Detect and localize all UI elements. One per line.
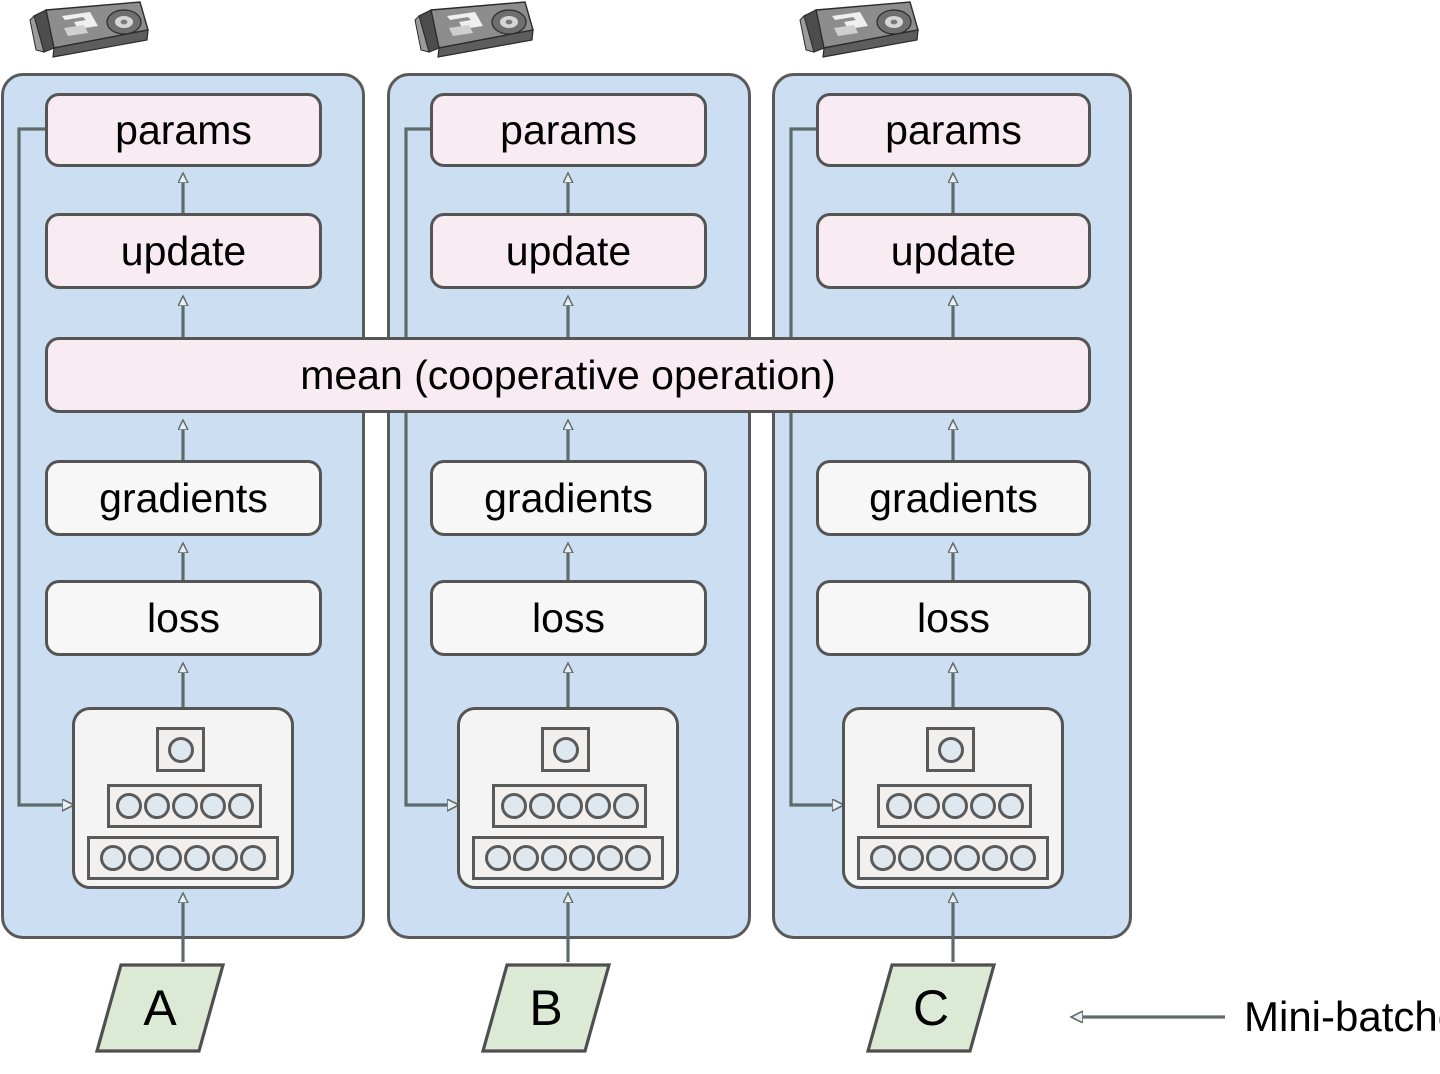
neuron xyxy=(969,793,996,819)
node-update-gpu-2[interactable]: update xyxy=(816,213,1091,289)
node-loss-gpu-2[interactable]: loss xyxy=(816,580,1091,656)
neuron xyxy=(240,845,266,871)
network-hidden-layer xyxy=(107,784,262,828)
neuron xyxy=(1010,845,1036,871)
gpu-card-icon-1 xyxy=(413,0,537,60)
node-gradients-gpu-2[interactable]: gradients xyxy=(816,460,1091,536)
neuron xyxy=(926,845,952,871)
neuron xyxy=(612,793,639,819)
node-update-gpu-0[interactable]: update xyxy=(45,213,322,289)
neuron xyxy=(941,793,968,819)
network-input-layer xyxy=(472,836,664,880)
neuron xyxy=(100,845,126,871)
network-output-layer xyxy=(926,727,975,772)
neuron xyxy=(528,793,555,819)
neuron xyxy=(128,845,154,871)
gpu-card-icon-0 xyxy=(28,0,152,60)
neuron xyxy=(898,845,924,871)
network-hidden-layer xyxy=(877,784,1032,828)
neuron xyxy=(156,845,182,871)
neuron xyxy=(982,845,1008,871)
minibatch-label: B xyxy=(529,980,563,1036)
neuron xyxy=(184,845,210,871)
node-params-gpu-1[interactable]: params xyxy=(430,93,707,167)
node-gradients-gpu-1[interactable]: gradients xyxy=(430,460,707,536)
minibatch-A[interactable]: A xyxy=(95,962,225,1054)
neuron xyxy=(584,793,611,819)
minibatch-label: C xyxy=(912,980,950,1036)
network-output-layer xyxy=(156,727,205,772)
neuron xyxy=(541,845,567,871)
neuron xyxy=(485,845,511,871)
network-hidden-layer xyxy=(492,784,647,828)
neuron xyxy=(556,793,583,819)
neuron xyxy=(212,845,238,871)
gpu-card-icon-2 xyxy=(798,0,922,60)
neural-network-gpu-2[interactable] xyxy=(842,707,1064,889)
network-input-layer xyxy=(87,836,279,880)
neuron xyxy=(552,736,579,763)
neuron xyxy=(143,793,170,819)
neuron xyxy=(513,845,539,871)
minibatch-label: A xyxy=(143,980,177,1036)
neuron xyxy=(227,793,254,819)
neuron xyxy=(954,845,980,871)
node-update-gpu-1[interactable]: update xyxy=(430,213,707,289)
neuron xyxy=(913,793,940,819)
neuron xyxy=(199,793,226,819)
minibatch-B[interactable]: B xyxy=(481,962,611,1054)
node-loss-gpu-1[interactable]: loss xyxy=(430,580,707,656)
node-loss-gpu-0[interactable]: loss xyxy=(45,580,322,656)
neural-network-gpu-1[interactable] xyxy=(457,707,679,889)
neuron xyxy=(997,793,1024,819)
neuron xyxy=(597,845,623,871)
network-output-layer xyxy=(541,727,590,772)
neuron xyxy=(115,793,142,819)
neuron xyxy=(569,845,595,871)
neuron xyxy=(171,793,198,819)
neural-network-gpu-0[interactable] xyxy=(72,707,294,889)
neuron xyxy=(167,736,194,763)
neuron xyxy=(885,793,912,819)
neuron xyxy=(937,736,964,763)
node-gradients-gpu-0[interactable]: gradients xyxy=(45,460,322,536)
mean-cooperative-operation-box[interactable]: mean (cooperative operation) xyxy=(45,337,1091,413)
minibatches-caption: Mini-batches xyxy=(1244,993,1440,1040)
node-params-gpu-0[interactable]: params xyxy=(45,93,322,167)
neuron xyxy=(500,793,527,819)
node-params-gpu-2[interactable]: params xyxy=(816,93,1091,167)
neuron xyxy=(870,845,896,871)
neuron xyxy=(625,845,651,871)
network-input-layer xyxy=(857,836,1049,880)
minibatch-C[interactable]: C xyxy=(866,962,996,1054)
